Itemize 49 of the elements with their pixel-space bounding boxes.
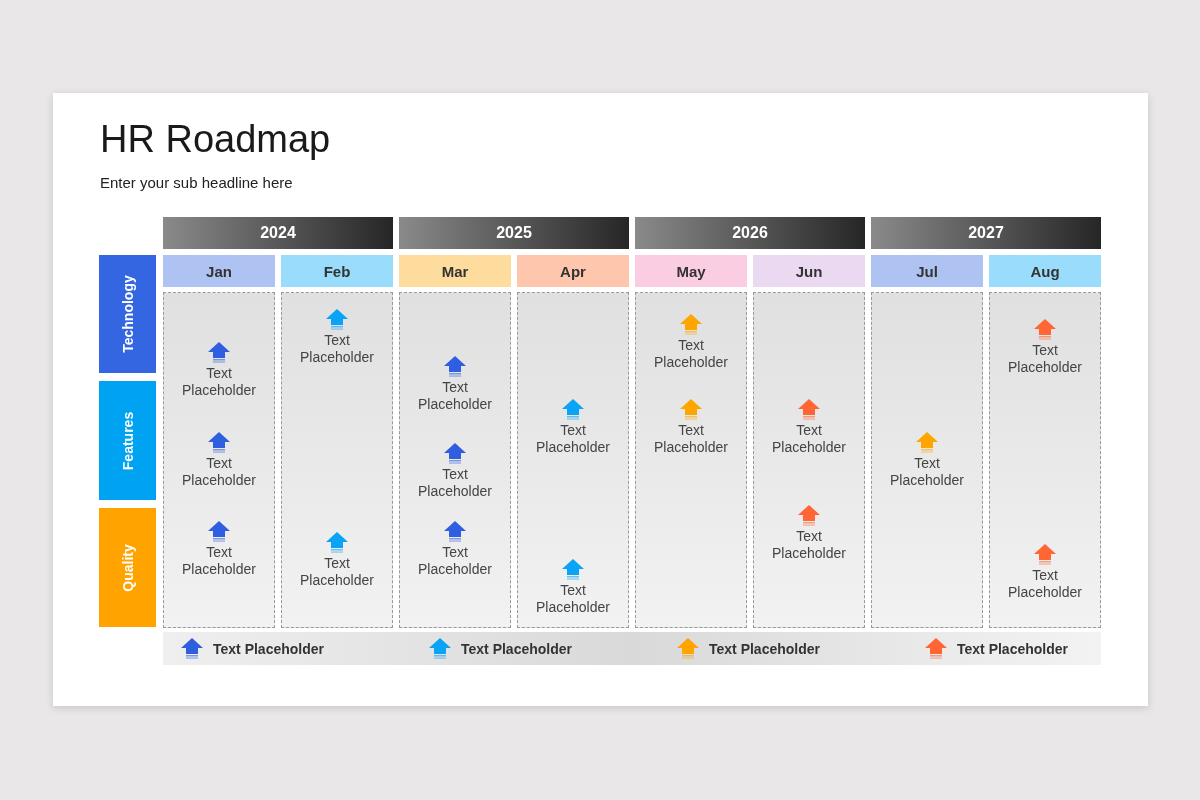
item-label: Text Placeholder (181, 365, 257, 399)
item-label: Text Placeholder (889, 455, 965, 489)
month-column (635, 292, 747, 628)
item-label: Text Placeholder (417, 466, 493, 500)
item-label: Text Placeholder (1007, 342, 1083, 376)
month-column (989, 292, 1101, 628)
item-label: Text Placeholder (771, 528, 847, 562)
item-label: Text Placeholder (181, 455, 257, 489)
item-label: Text Placeholder (181, 544, 257, 578)
item-label: Text Placeholder (653, 422, 729, 456)
subtitle: Enter your sub headline here (100, 174, 293, 191)
year-header: 2026 (635, 217, 865, 249)
category-tab (99, 381, 156, 500)
item-label: Text Placeholder (771, 422, 847, 456)
month-header: Jul (871, 255, 983, 287)
month-header: Apr (517, 255, 629, 287)
category-label: Features (119, 411, 136, 470)
item-label: Text Placeholder (299, 332, 375, 366)
month-header: Jun (753, 255, 865, 287)
month-column (281, 292, 393, 628)
legend-label: Text Placeholder (213, 640, 324, 657)
month-header: Jan (163, 255, 275, 287)
item-label: Text Placeholder (417, 544, 493, 578)
year-header: 2025 (399, 217, 629, 249)
item-label: Text Placeholder (535, 582, 611, 616)
month-header: Aug (989, 255, 1101, 287)
category-label: Technology (119, 275, 136, 353)
month-header: Mar (399, 255, 511, 287)
month-column (753, 292, 865, 628)
title: HR Roadmap (100, 118, 331, 161)
item-label: Text Placeholder (417, 379, 493, 413)
item-label: Text Placeholder (299, 555, 375, 589)
legend-label: Text Placeholder (709, 640, 820, 657)
month-header: Feb (281, 255, 393, 287)
category-tab (99, 508, 156, 627)
month-column (163, 292, 275, 628)
item-label: Text Placeholder (535, 422, 611, 456)
legend-label: Text Placeholder (461, 640, 572, 657)
year-header: 2024 (163, 217, 393, 249)
legend-label: Text Placeholder (957, 640, 1068, 657)
item-label: Text Placeholder (1007, 567, 1083, 601)
month-column (871, 292, 983, 628)
year-header: 2027 (871, 217, 1101, 249)
item-label: Text Placeholder (653, 337, 729, 371)
category-label: Quality (119, 543, 136, 592)
category-tab (99, 255, 156, 373)
month-column (517, 292, 629, 628)
month-header: May (635, 255, 747, 287)
month-column (399, 292, 511, 628)
